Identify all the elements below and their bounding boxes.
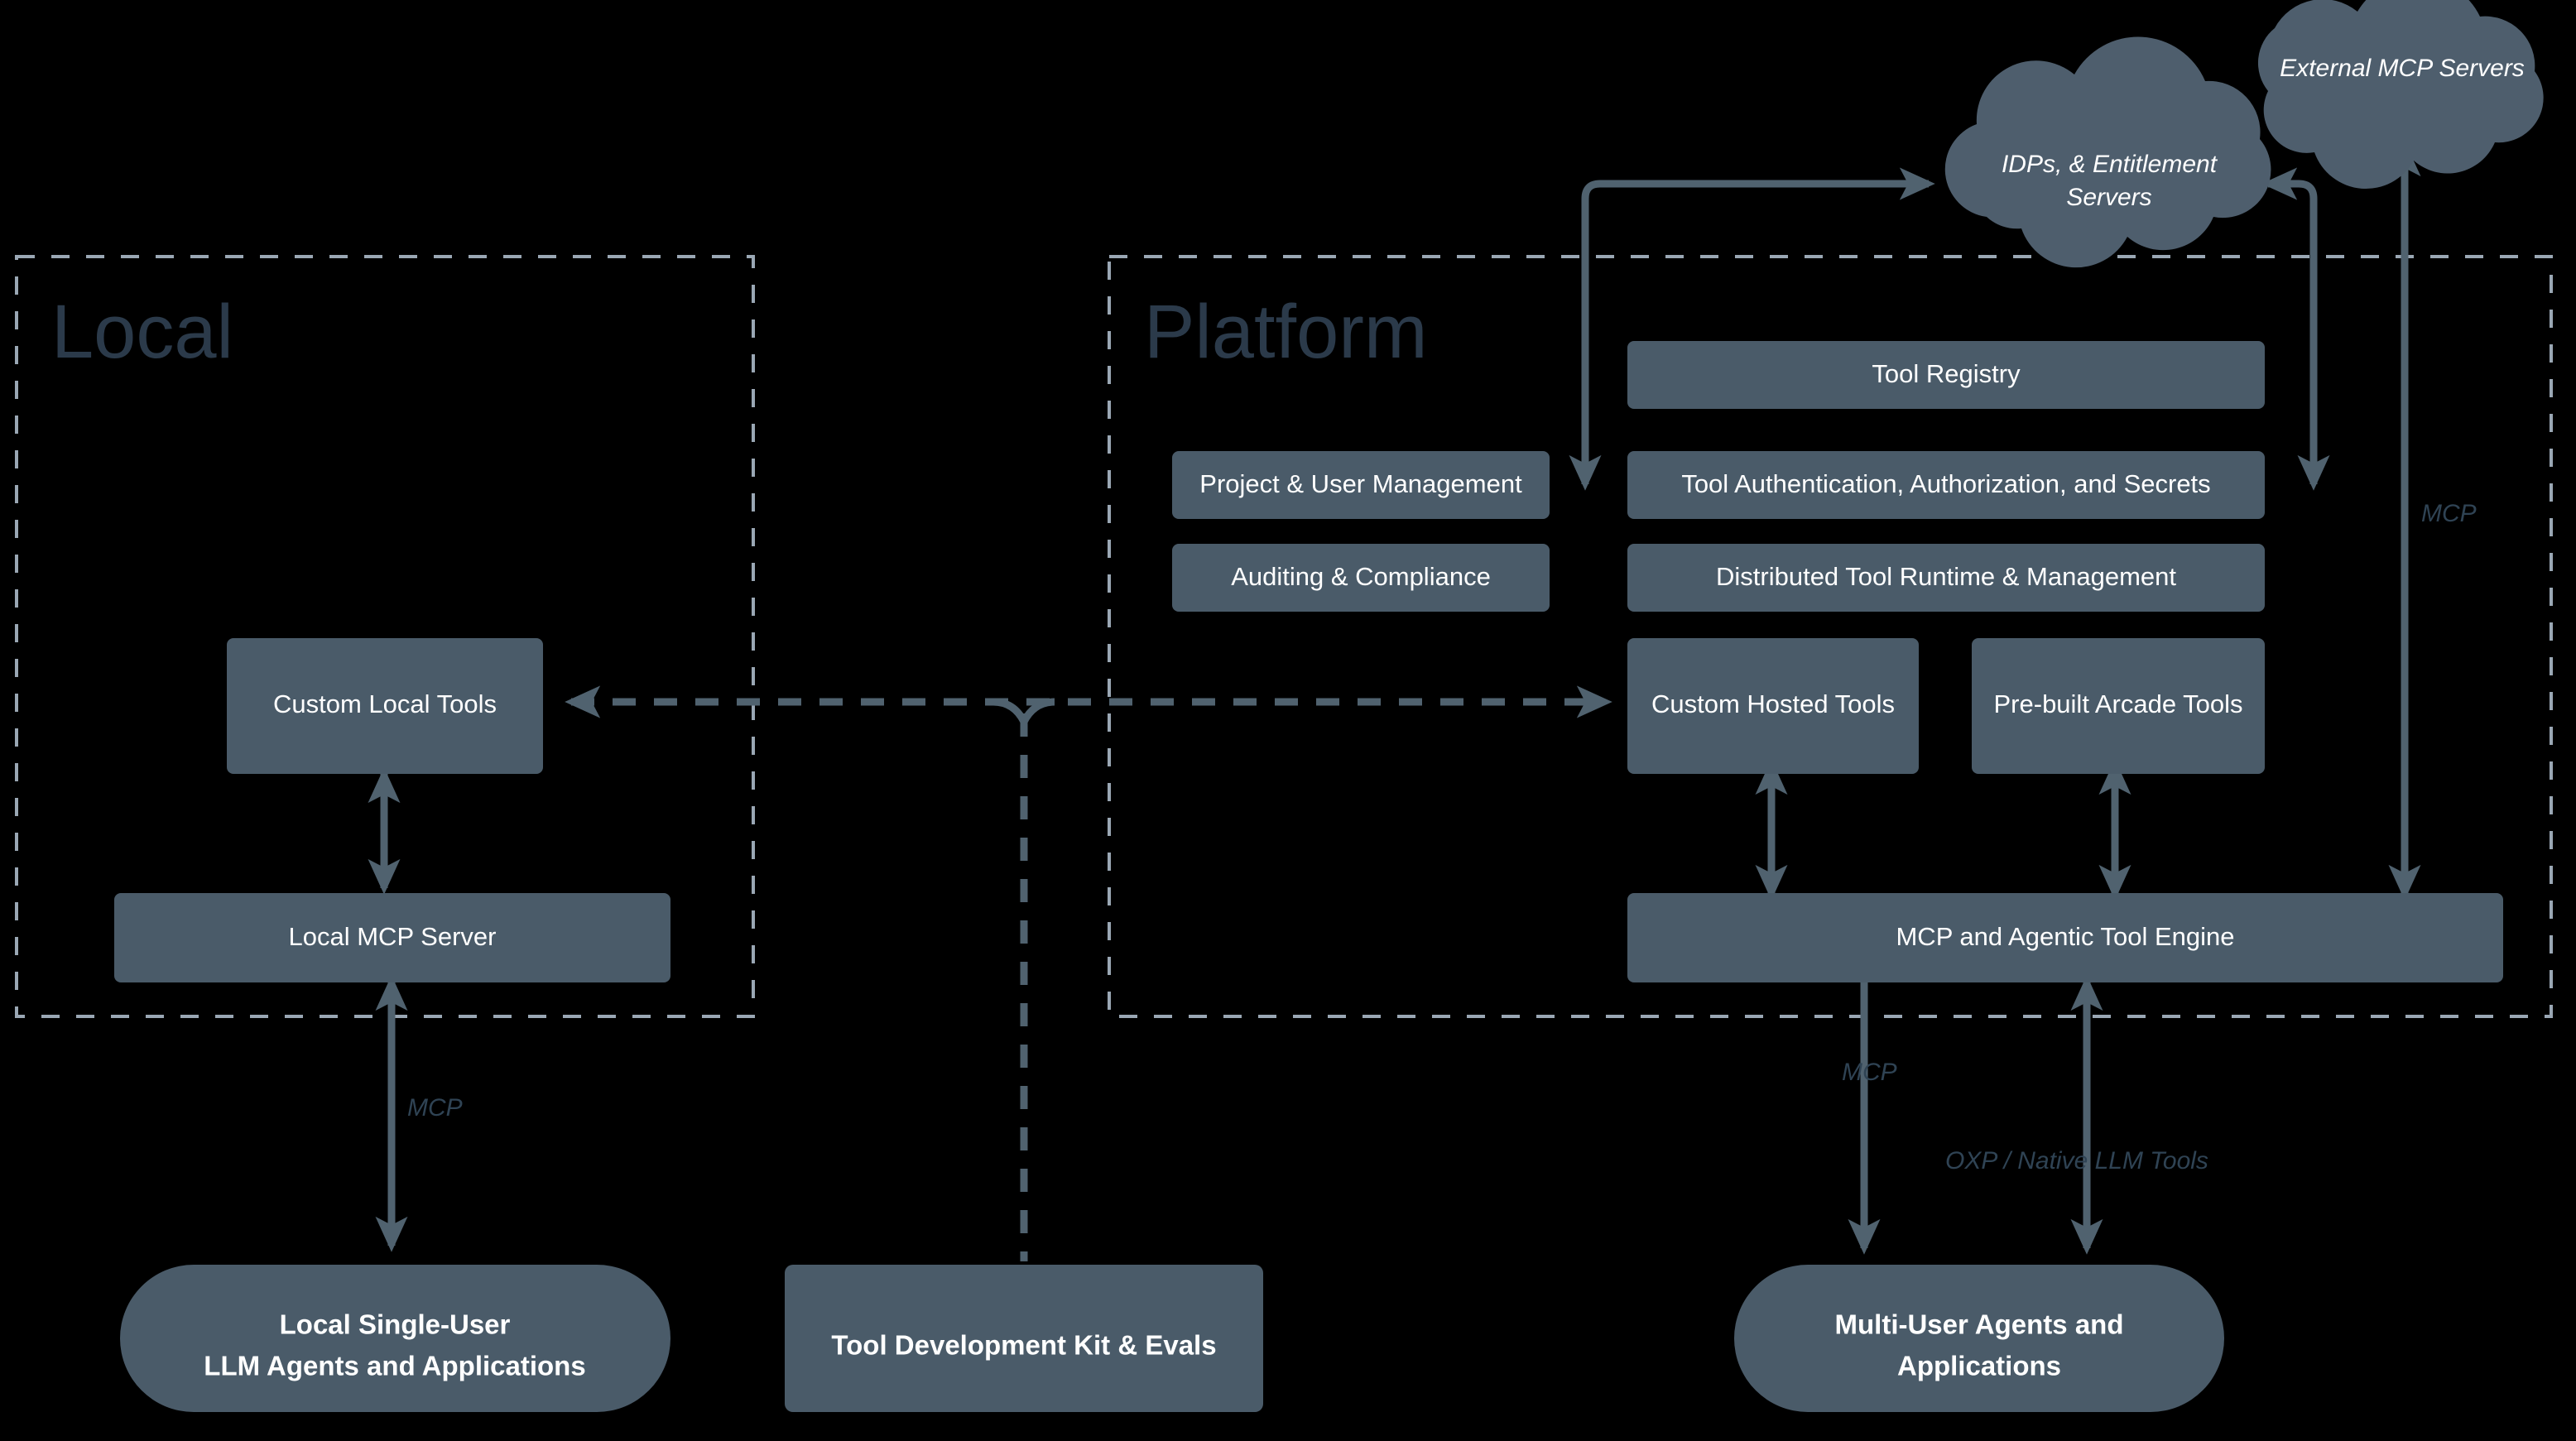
node-local-mcp-server[interactable]: Local MCP Server xyxy=(114,893,670,982)
node-project-user-management[interactable]: Project & User Management xyxy=(1172,451,1550,519)
edge-label-mcp-right: MCP xyxy=(2421,500,2477,527)
node-local-agents-label-line1: Local Single-User xyxy=(280,1309,511,1340)
node-distributed-runtime-label: Distributed Tool Runtime & Management xyxy=(1716,562,2176,591)
local-zone-border xyxy=(15,255,755,1018)
node-multi-user-agents-label-line2: Applications xyxy=(1897,1351,2061,1381)
node-custom-local-tools-label: Custom Local Tools xyxy=(273,689,497,718)
node-tool-registry-label: Tool Registry xyxy=(1872,359,2021,388)
node-prebuilt-arcade-tools-label: Pre-built Arcade Tools xyxy=(1994,689,2243,718)
edge-label-oxp-native: OXP / Native LLM Tools xyxy=(1945,1147,2208,1174)
node-prebuilt-arcade-tools[interactable]: Pre-built Arcade Tools xyxy=(1972,638,2265,774)
node-local-single-user-agents[interactable]: Local Single-User LLM Agents and Applica… xyxy=(120,1265,670,1412)
node-tool-development-kit[interactable]: Tool Development Kit & Evals xyxy=(785,1265,1263,1412)
local-zone-title: Local xyxy=(51,290,233,374)
conn-project-user-to-idps xyxy=(1569,167,1935,491)
node-local-agents-label-line2: LLM Agents and Applications xyxy=(204,1351,585,1381)
node-distributed-runtime[interactable]: Distributed Tool Runtime & Management xyxy=(1627,544,2265,612)
node-multi-user-agents-label-line1: Multi-User Agents and xyxy=(1835,1309,2124,1340)
edge-label-mcp-platform-bottom: MCP xyxy=(1842,1059,1897,1086)
node-tool-authentication[interactable]: Tool Authentication, Authorization, and … xyxy=(1627,451,2265,519)
node-mcp-agentic-engine-label: MCP and Agentic Tool Engine xyxy=(1896,922,2234,951)
cloud-external-mcp: External MCP Servers xyxy=(2257,0,2544,190)
node-mcp-agentic-engine[interactable]: MCP and Agentic Tool Engine xyxy=(1627,893,2503,982)
node-custom-local-tools[interactable]: Custom Local Tools xyxy=(227,638,543,774)
node-multi-user-agents[interactable]: Multi-User Agents and Applications xyxy=(1734,1265,2224,1412)
node-project-user-management-label: Project & User Management xyxy=(1199,469,1522,498)
node-tool-authentication-label: Tool Authentication, Authorization, and … xyxy=(1681,469,2210,498)
cloud-idps-label-line2: Servers xyxy=(2066,184,2151,211)
node-auditing-compliance[interactable]: Auditing & Compliance xyxy=(1172,544,1550,612)
node-auditing-compliance-label: Auditing & Compliance xyxy=(1231,562,1491,591)
conn-branch-curve-right xyxy=(1020,698,1055,724)
platform-zone-border xyxy=(1108,255,2553,1018)
platform-zone-title: Platform xyxy=(1144,290,1428,374)
edge-label-mcp-local: MCP xyxy=(407,1094,463,1122)
node-custom-hosted-tools[interactable]: Custom Hosted Tools xyxy=(1627,638,1919,774)
cloud-external-mcp-label: External MCP Servers xyxy=(2280,55,2525,82)
node-tool-development-kit-label: Tool Development Kit & Evals xyxy=(831,1330,1216,1361)
node-custom-hosted-tools-label: Custom Hosted Tools xyxy=(1651,689,1895,718)
node-local-mcp-server-label: Local MCP Server xyxy=(289,922,497,951)
cloud-idps: IDPs, & Entitlement Servers xyxy=(1944,36,2271,268)
cloud-idps-label-line1: IDPs, & Entitlement xyxy=(2002,151,2218,178)
conn-tool-auth-to-idps xyxy=(2261,167,2330,491)
conn-branch-curve-left xyxy=(992,698,1028,724)
node-tool-registry[interactable]: Tool Registry xyxy=(1627,341,2265,409)
